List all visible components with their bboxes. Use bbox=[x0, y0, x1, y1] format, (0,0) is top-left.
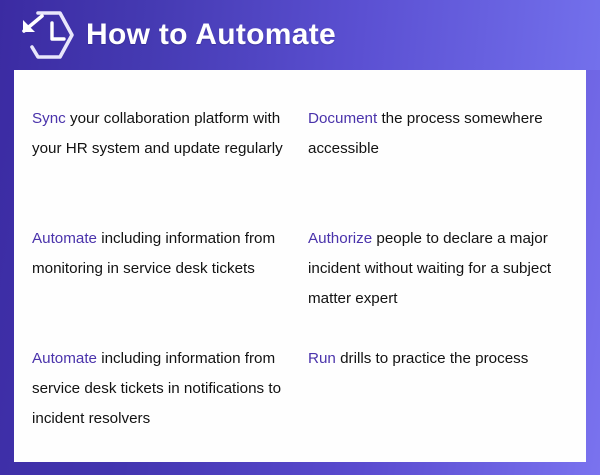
tip-body-text: including information from service desk … bbox=[32, 350, 282, 427]
tip-body-text: the process somewhere accessible bbox=[308, 110, 543, 157]
tip-lead-word: Sync bbox=[32, 110, 66, 127]
tip-item: Run drills to practice the process bbox=[308, 344, 576, 434]
tip-item: Automate including information from moni… bbox=[32, 224, 296, 314]
tips-column-right: Document the process somewhere accessibl… bbox=[308, 104, 586, 462]
automate-clock-arrow-icon bbox=[22, 11, 74, 59]
tips-columns: Sync your collaboration platform with yo… bbox=[14, 70, 586, 462]
tip-lead-word: Document bbox=[308, 110, 378, 127]
tip-item: Authorize people to declare a major inci… bbox=[308, 224, 576, 314]
content-card: Sync your collaboration platform with yo… bbox=[14, 70, 586, 462]
tip-lead-word: Run bbox=[308, 350, 336, 367]
tip-body-text: including information from monitoring in… bbox=[32, 230, 276, 277]
tip-item: Sync your collaboration platform with yo… bbox=[32, 104, 296, 194]
page-title: How to Automate bbox=[86, 18, 337, 51]
tip-lead-word: Authorize bbox=[308, 230, 373, 247]
tip-lead-word: Automate bbox=[32, 230, 98, 247]
tip-body-text: people to declare a major incident witho… bbox=[308, 230, 552, 307]
header-banner: How to Automate bbox=[0, 0, 600, 70]
tips-column-left: Sync your collaboration platform with yo… bbox=[14, 104, 308, 462]
tip-item: Document the process somewhere accessibl… bbox=[308, 104, 576, 194]
tip-item: Automate including information from serv… bbox=[32, 344, 296, 434]
tip-lead-word: Automate bbox=[32, 350, 98, 367]
tip-body-text: drills to practice the process bbox=[335, 350, 529, 367]
tip-body-text: your collaboration platform with your HR… bbox=[32, 110, 283, 157]
